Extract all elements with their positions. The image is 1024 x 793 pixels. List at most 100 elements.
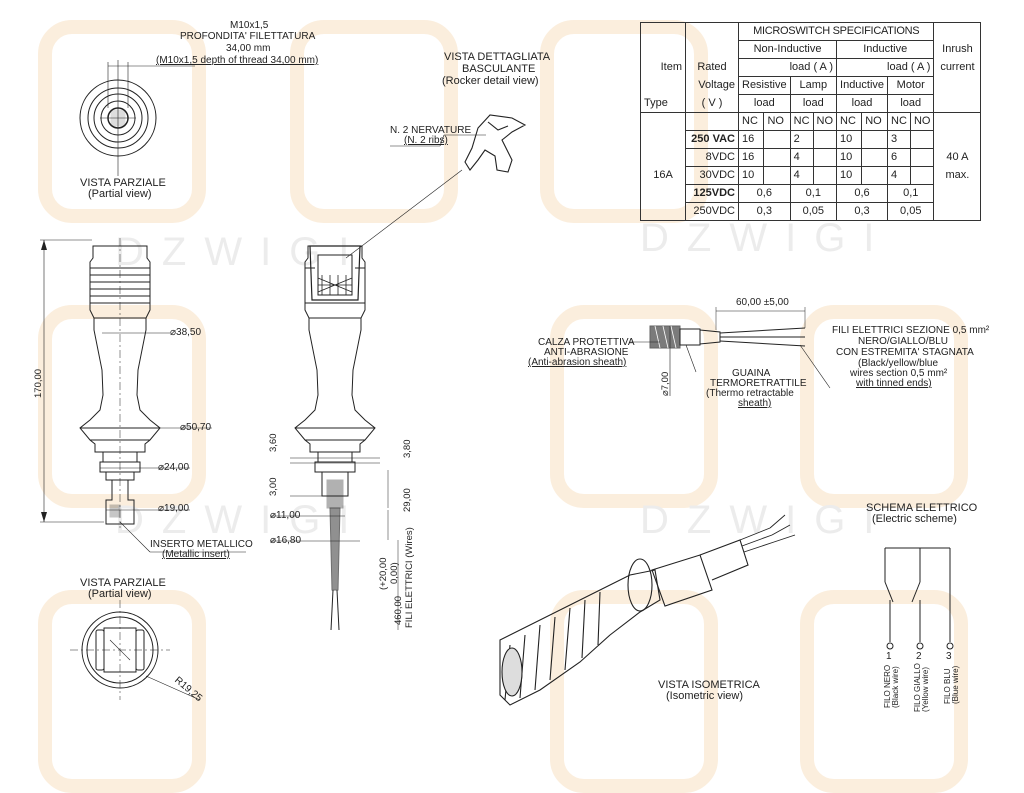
table-cell [763, 166, 791, 185]
header-nc: NC [836, 112, 863, 131]
header-non-inductive: Non-Inductive [737, 40, 838, 59]
table-cell [933, 22, 982, 41]
dim-3-80: 3,80 [402, 439, 413, 459]
table-cell: 4 [789, 166, 814, 185]
header-inductive: Inductive [836, 40, 935, 59]
table-row: 250VDC 0,3 0,05 0,3 0,05 [640, 202, 982, 221]
wire-black-label-en: (Black wire) [891, 666, 900, 708]
front-view-handle [40, 238, 246, 553]
table-row: Item Rated load ( A ) load ( A ) current [640, 58, 982, 77]
table-cell [763, 148, 791, 167]
table-cell: 0,05 [789, 202, 838, 221]
dim-diameter-50-value: 50,70 [186, 422, 212, 433]
table-cell [861, 148, 889, 167]
dim-tolerance-plus: (+20,00 [378, 557, 389, 591]
table-cell [640, 202, 686, 221]
thermo-label-1: GUAINA [732, 368, 771, 379]
table-cell [861, 130, 889, 149]
header-load: load [887, 94, 935, 113]
ribs-note: N. 2 NERVATURE [390, 125, 472, 136]
microswitch-spec-table: MICROSWITCH SPECIFICATIONS Non-Inductive… [640, 22, 982, 221]
dim-3-60: 3,60 [268, 433, 279, 453]
table-cell: 16 [737, 130, 765, 149]
table-cell [909, 148, 935, 167]
dim-diameter-7-value: 7,00 [660, 371, 671, 391]
header-nc: NC [737, 112, 765, 131]
dim-diameter-19-value: 19,00 [164, 503, 190, 514]
header-current: current [933, 58, 982, 77]
rocker-subtitle: (Rocker detail view) [442, 75, 539, 87]
table-cell [812, 130, 838, 149]
terminal-1: 1 [886, 651, 892, 662]
wires-spec-3: CON ESTREMITA' STAGNATA [836, 347, 974, 358]
voltage-cell: 250 VAC [685, 130, 739, 149]
header-inrush: Inrush [933, 40, 982, 59]
header-type: Type [640, 94, 686, 113]
header-v-unit: ( V ) [685, 94, 739, 113]
table-cell [685, 112, 739, 131]
table-cell [640, 130, 686, 149]
table-cell [812, 148, 838, 167]
table-cell [640, 76, 686, 95]
watermark-frame [290, 20, 458, 223]
scheme-subtitle: (Electric scheme) [872, 513, 957, 525]
wires-spec-2: NERO/GIALLO/BLU [858, 336, 949, 347]
table-cell [640, 148, 686, 167]
header-load: load [789, 94, 838, 113]
table-cell: 0,1 [887, 184, 935, 203]
table-row: MICROSWITCH SPECIFICATIONS [640, 22, 982, 41]
voltage-cell: 8VDC [685, 148, 739, 167]
table-cell [909, 130, 935, 149]
table-row: Type ( V ) load load load load [640, 94, 982, 113]
wires-spec-en-1: (Black/yellow/blue [858, 358, 939, 369]
dim-diameter-38: ⌀38,50 [170, 327, 202, 338]
header-voltage: Voltage [685, 76, 739, 95]
header-load-a-2: load ( A ) [836, 58, 935, 77]
type-value: 16A [640, 166, 686, 185]
dim-height: 170,00 [33, 368, 44, 398]
wire-black-label: FILO NERO(Black wire) [883, 665, 900, 708]
table-cell: 16 [737, 148, 765, 167]
header-no: NO [861, 112, 889, 131]
watermark-text: DZWIGI [640, 216, 893, 260]
partial-view-title: VISTA PARZIALE [80, 177, 166, 189]
table-cell [763, 130, 791, 149]
wires-spec-en-3: with tinned ends) [856, 378, 932, 389]
dim-diameter-19: ⌀19,00 [158, 503, 190, 514]
sheath-label-2: ANTI-ABRASIONE [544, 347, 629, 358]
thermo-label-2: TERMORETRATTILE [710, 378, 807, 389]
watermark-frame [38, 305, 206, 508]
wire-blue-label-en: (Blue wire) [951, 665, 960, 704]
dim-29-00: 29,00 [402, 488, 413, 512]
dim-diameter-24: ⌀24,00 [158, 462, 190, 473]
cable-detail [630, 307, 831, 396]
table-cell: 10 [836, 166, 863, 185]
voltage-cell: 250VDC [685, 202, 739, 221]
dim-diameter-16-value: 16,80 [276, 535, 302, 546]
header-resistive: Resistive [738, 76, 791, 95]
dim-diameter-38-value: 38,50 [176, 327, 202, 338]
table-cell: 0,6 [836, 184, 889, 203]
header-inductive-col: Inductive [836, 76, 889, 95]
header-load: load [738, 94, 791, 113]
thermo-label-en-1: (Thermo retractable [706, 388, 794, 399]
table-row: 16A 30VDC 10 4 10 4 max. [640, 166, 982, 185]
table-cell: 0,6 [738, 184, 791, 203]
dim-diameter-50: ⌀50,70 [180, 422, 212, 433]
header-nc: NC [789, 112, 814, 131]
table-cell [640, 22, 686, 41]
bottom-partial-view [70, 600, 201, 701]
table-cell: 0,05 [887, 202, 935, 221]
table-cell [933, 112, 982, 131]
table-row: 8VDC 16 4 10 6 40 A [640, 148, 982, 167]
dim-tolerance-zero: 0,00) [389, 562, 400, 584]
ribs-note-en: (N. 2 ribs) [404, 135, 448, 146]
table-cell [933, 184, 982, 203]
scheme-title: SCHEMA ELETTRICO [866, 502, 978, 514]
terminal-2: 2 [916, 651, 922, 662]
table-cell: 10 [836, 148, 863, 167]
thread-note-1: M10x1,5 [230, 20, 269, 31]
wires-spec-1: FILI ELETTRICI SEZIONE 0,5 mm² [832, 325, 990, 336]
wires-spec-en-2: wires section 0,5 mm² [850, 368, 948, 379]
isometric-view [499, 514, 796, 706]
